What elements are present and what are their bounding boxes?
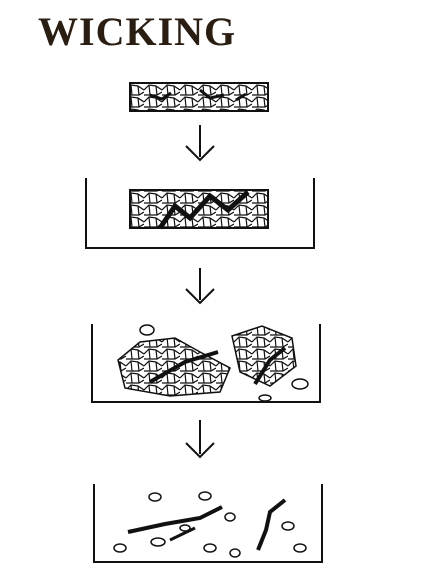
stage-3-swelling xyxy=(91,324,321,403)
down-arrow-icon xyxy=(185,125,215,162)
stage-4-disintegrated xyxy=(93,484,323,563)
down-arrow-icon xyxy=(185,268,215,305)
diagram-title: WICKING xyxy=(38,9,237,54)
stage-2-tablet-in-medium xyxy=(85,178,315,249)
down-arrow-icon xyxy=(185,420,215,459)
stage-1-tablet xyxy=(129,82,269,112)
